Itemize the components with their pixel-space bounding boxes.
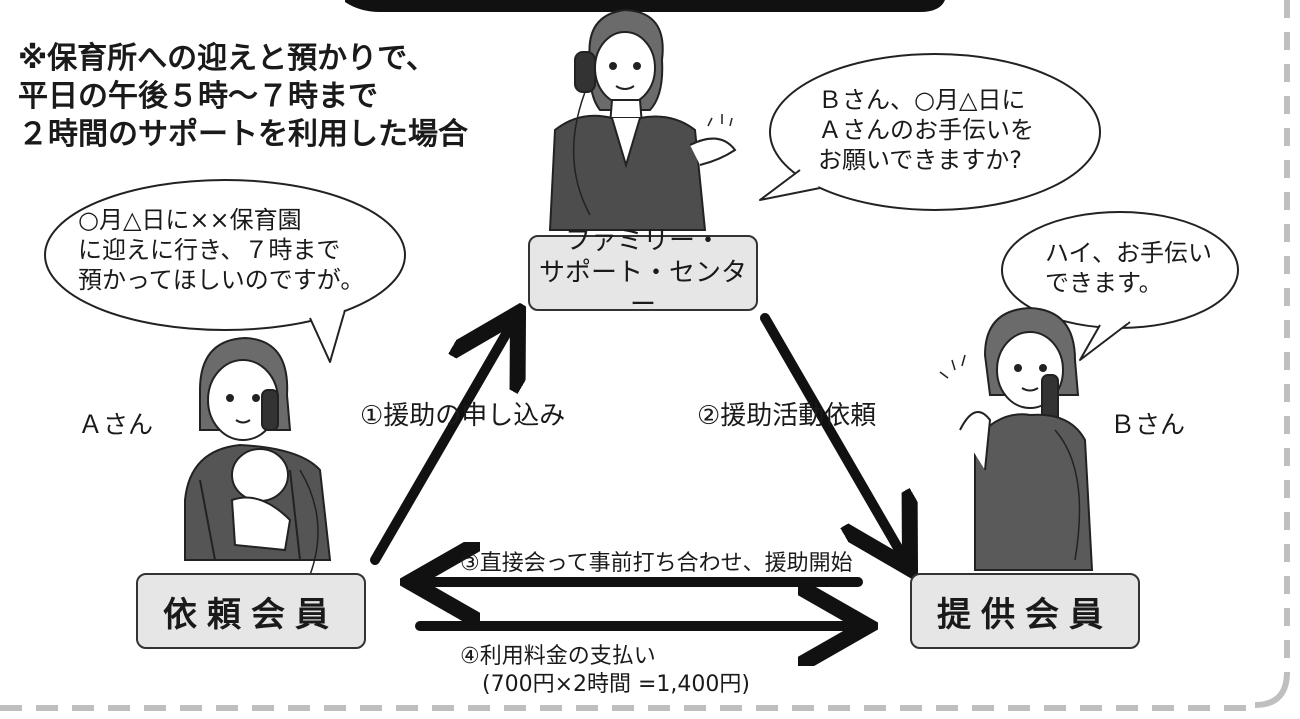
sparkle-lines [707, 114, 733, 127]
bubble-line: ハイ、お手伝い [1045, 239, 1213, 267]
bubble-a-text: ○月△日に××保育園 に迎えに行き、７時まで 預かってほしいのですが。 [78, 205, 364, 295]
speech-bubble-a [44, 179, 406, 363]
person-a-label: Ａさん [78, 410, 154, 439]
frame-corner [1254, 671, 1290, 708]
speech-bubble-b [1001, 211, 1239, 361]
step-1-label: ①援助の申し込み [360, 401, 566, 431]
bubble-line: Ｂさん、○月△日に [818, 86, 1026, 114]
step-4-detail: (700円×2時間 =1,400円) [482, 672, 750, 697]
person-a-illustration [184, 336, 332, 576]
usage-note-line: ※保育所への迎えと預かりで、 [18, 41, 436, 76]
step-2-label: ②援助活動依頼 [697, 401, 877, 431]
person-b-label: Ｂさん [1110, 410, 1186, 439]
bubble-line: ○月△日に××保育園 [78, 206, 302, 234]
person-b-illustration [939, 306, 1094, 571]
bubble-line: Ａさんのお手伝いを [818, 116, 1034, 144]
bubble-center-text: Ｂさん、○月△日に Ａさんのお手伝いを お願いできますか? [818, 85, 1034, 175]
requester-member-label: 依頼会員 [163, 594, 339, 635]
provider-member-box: 提供会員 [910, 573, 1140, 649]
title-bar [345, 0, 945, 12]
center-box-line: ファミリー・ [564, 226, 721, 256]
center-box-line: サポート・センター [538, 258, 747, 320]
bubble-line: できます。 [1045, 269, 1163, 297]
arrow-request [760, 313, 905, 560]
bubble-line: 預かってほしいのですが。 [78, 266, 365, 294]
arrow-application [370, 322, 513, 565]
usage-note-line: ２時間のサポートを利用した場合 [18, 117, 468, 152]
operator-illustration [548, 8, 737, 231]
requester-member-box: 依頼会員 [136, 573, 366, 649]
step-3-label: ③直接会って事前打ち合わせ、援助開始 [460, 551, 853, 576]
provider-member-label: 提供会員 [937, 594, 1113, 635]
usage-note-line: 平日の午後５時～７時まで [18, 79, 378, 114]
speech-bubble-center [759, 53, 1101, 211]
step-4-label: ④利用料金の支払い [460, 644, 656, 669]
bubble-b-text: ハイ、お手伝い できます。 [1045, 238, 1212, 298]
usage-note: ※保育所への迎えと預かりで、 平日の午後５時～７時まで ２時間のサポートを利用し… [18, 40, 468, 154]
bubble-line: お願いできますか? [818, 146, 1023, 174]
bubble-line: に迎えに行き、７時まで [78, 236, 341, 264]
family-support-center-box: ファミリー・ サポート・センター [528, 226, 758, 320]
